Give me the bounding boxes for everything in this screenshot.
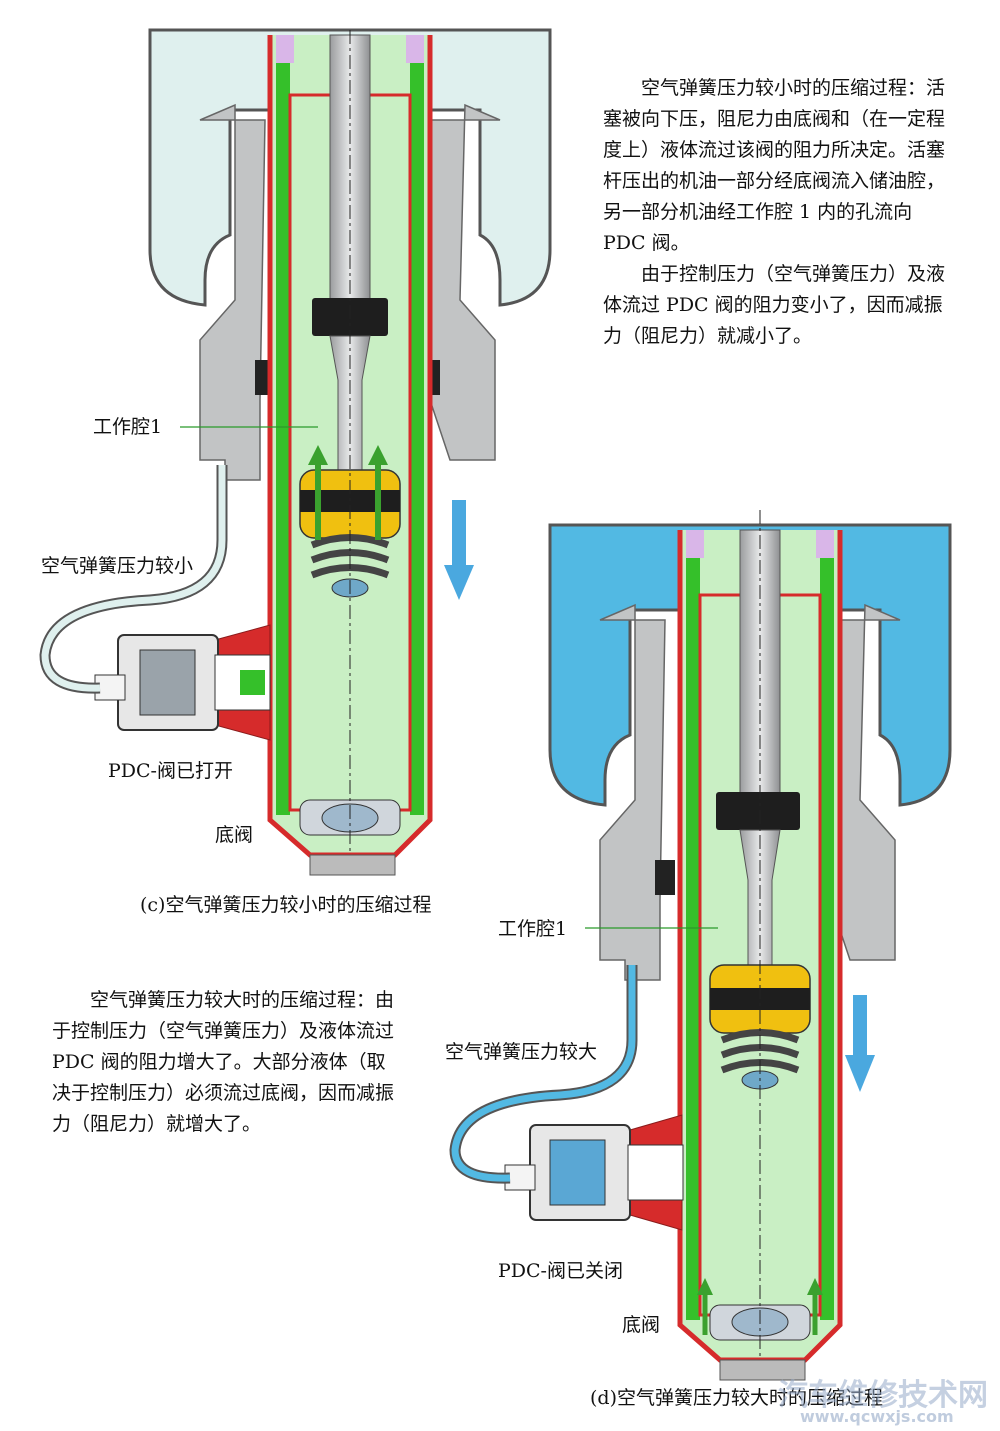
panel-d-pdc-label: PDC-阀已关闭 [498, 1260, 623, 1282]
panel-d-description: 空气弹簧压力较大时的压缩过程：由于控制压力（空气弹簧压力）及液体流过 PDC 阀… [52, 985, 402, 1140]
panel-c-down-arrow [444, 500, 474, 600]
panel-c-housing [199, 103, 266, 481]
panel-d-chamber-label: 工作腔1 [498, 918, 568, 940]
panel-c-air-pressure-label: 空气弹簧压力较小 [41, 555, 194, 577]
panel-d-description-p1: 空气弹簧压力较大时的压缩过程：由于控制压力（空气弹簧压力）及液体流过 PDC 阀… [52, 989, 395, 1135]
panel-c-pdc-label: PDC-阀已打开 [108, 760, 233, 782]
panel-c-damper [39, 28, 552, 876]
panel-d-pdc-valve [504, 1114, 684, 1231]
panel-c-description-p2: 由于控制压力（空气弹簧压力）及液体流过 PDC 阀的阻力变小了，因而减振力（阻尼… [603, 263, 946, 347]
panel-c-description: 空气弹簧压力较小时的压缩过程：活塞被向下压，阻尼力由底阀和（在一定程度上）液体流… [603, 73, 948, 352]
panel-c-description-p1: 空气弹簧压力较小时的压缩过程：活塞被向下压，阻尼力由底阀和（在一定程度上）液体流… [603, 77, 946, 254]
panel-c-base-valve-label: 底阀 [215, 824, 254, 846]
panel-d-air-spring [548, 523, 952, 807]
panel-c-chamber-label: 工作腔1 [93, 416, 163, 438]
panel-c-pdc-valve [94, 624, 271, 741]
panel-d-air-pressure-label: 空气弹簧压力较大 [445, 1041, 598, 1063]
panel-d-damper [449, 510, 952, 1381]
panel-d-down-arrow [845, 995, 875, 1092]
watermark-text: 汽车维修技术网 [778, 1378, 988, 1413]
panel-d-base-valve-label: 底阀 [622, 1314, 661, 1336]
panel-d-caption: (d)空气弹簧压力较大时的压缩过程 [590, 1387, 883, 1409]
watermark-url: www.qcwxjs.com [800, 1407, 954, 1426]
panel-c-caption: (c)空气弹簧压力较小时的压缩过程 [140, 894, 432, 916]
panel-c-air-spring [148, 28, 552, 307]
